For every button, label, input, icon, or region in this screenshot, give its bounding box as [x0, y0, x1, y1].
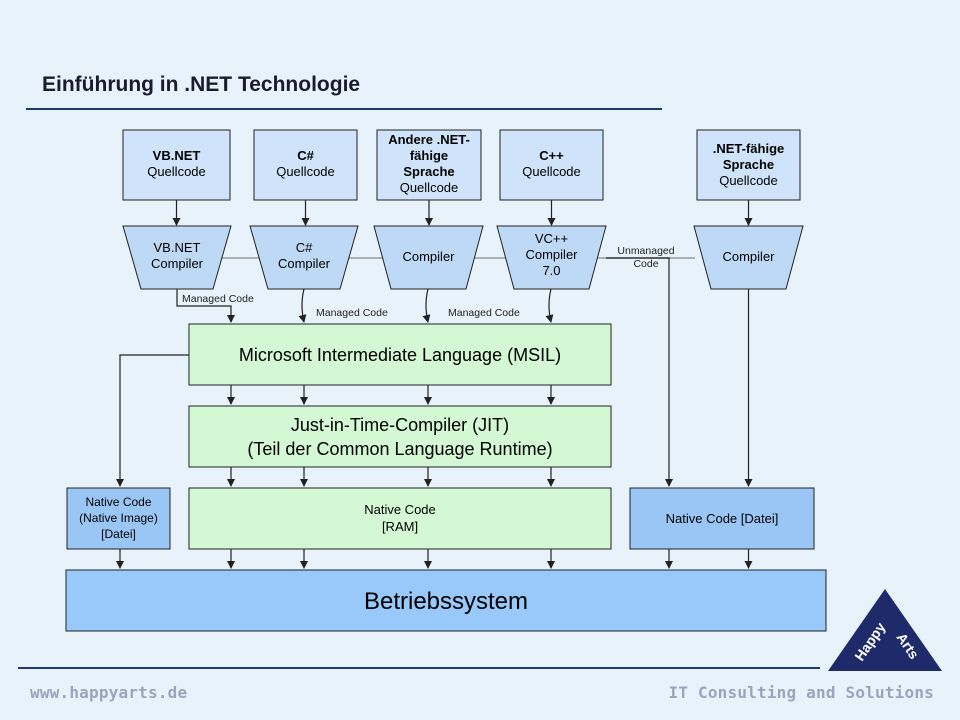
source-net-line-1: .NET-fähige: [713, 141, 785, 156]
os-label: Betriebssystem: [364, 588, 528, 615]
source-other-line-2: fähige: [410, 148, 448, 163]
native-image-box: Native Code (Native Image) [Datei]: [66, 487, 171, 550]
source-other-line-3: Sprache: [403, 164, 454, 179]
msil-box: Microsoft Intermediate Language (MSIL): [188, 323, 612, 386]
msil-label: Microsoft Intermediate Language (MSIL): [239, 345, 561, 365]
title-divider: [26, 108, 662, 110]
native-ram-line-1: Native Code: [364, 502, 436, 517]
source-cpp-sub: Quellcode: [522, 164, 581, 179]
source-vbnet-title: VB.NET: [153, 148, 201, 163]
jit-line-2: (Teil der Common Language Runtime): [247, 439, 552, 459]
arrow-compiler-msil-4: [545, 288, 554, 323]
arrow-compiler-msil-3: [422, 288, 431, 323]
source-csharp-sub: Quellcode: [276, 164, 335, 179]
source-box-cpp: C++ Quellcode: [499, 129, 604, 201]
compiler-vcpp-line-1: VC++: [535, 231, 568, 246]
footer-divider: [18, 667, 820, 669]
source-csharp-title: C#: [297, 148, 314, 163]
native-file-label: Native Code [Datei]: [666, 511, 779, 526]
compiler-vbnet-line-1: VB.NET: [154, 240, 201, 255]
compiler-csharp-line-2: Compiler: [278, 256, 331, 271]
source-other-line-1: Andere .NET-: [388, 132, 470, 147]
source-box-net-language: .NET-fähige Sprache Quellcode: [696, 129, 801, 201]
compiler-vcpp-line-3: 7.0: [542, 263, 560, 278]
happyarts-logo: Happy Arts: [828, 589, 942, 671]
source-box-vbnet: VB.NET Quellcode: [122, 129, 231, 201]
source-cpp-title: C++: [539, 148, 564, 163]
source-net-sub: Quellcode: [719, 173, 778, 188]
managed-code-label-1: Managed Code: [182, 293, 254, 305]
compiler-csharp: C# Compiler: [249, 225, 359, 290]
compiler-vcpp: VC++ Compiler 7.0: [496, 225, 607, 290]
compiler-other: Compiler: [373, 225, 484, 290]
jit-line-1: Just-in-Time-Compiler (JIT): [291, 415, 509, 435]
native-image-line-2: (Native Image): [79, 511, 158, 525]
unmanaged-code-label-2: Code: [633, 258, 658, 270]
source-other-sub: Quellcode: [400, 180, 459, 195]
compiler-vcpp-line-2: Compiler: [525, 247, 578, 262]
arrow-msil-native-image: [116, 354, 189, 487]
compiler-other-label: Compiler: [402, 249, 455, 264]
unmanaged-code-label-1: Unmanaged: [617, 245, 674, 257]
os-box: Betriebssystem: [65, 569, 827, 632]
footer-tagline: IT Consulting and Solutions: [668, 683, 934, 702]
compiler-net-language: Compiler: [693, 225, 804, 290]
arrow-compiler-msil-1: [176, 289, 235, 323]
native-ram-box: Native Code [RAM]: [188, 487, 612, 550]
footer-url[interactable]: www.happyarts.de: [30, 683, 188, 702]
compiler-vbnet-line-2: Compiler: [151, 256, 204, 271]
source-vbnet-sub: Quellcode: [147, 164, 206, 179]
source-box-csharp: C# Quellcode: [253, 129, 358, 201]
native-file-box: Native Code [Datei]: [629, 487, 815, 550]
compiler-net-label: Compiler: [722, 249, 775, 264]
native-image-line-3: [Datei]: [101, 527, 136, 541]
native-image-line-1: Native Code: [85, 495, 151, 509]
source-net-line-2: Sprache: [723, 157, 774, 172]
compiler-vbnet: VB.NET Compiler: [122, 225, 232, 290]
jit-box: Just-in-Time-Compiler (JIT) (Teil der Co…: [188, 405, 612, 468]
slide-title: Einführung in .NET Technologie: [42, 73, 361, 96]
arrow-vcpp-native-file: [606, 257, 673, 487]
source-box-other: Andere .NET- fähige Sprache Quellcode: [376, 129, 482, 201]
native-ram-line-2: [RAM]: [382, 519, 418, 534]
managed-code-label-2: Managed Code: [316, 307, 388, 319]
arrow-compiler-msil-2: [298, 288, 307, 323]
managed-code-label-3: Managed Code: [448, 307, 520, 319]
compiler-csharp-line-1: C#: [296, 240, 313, 255]
